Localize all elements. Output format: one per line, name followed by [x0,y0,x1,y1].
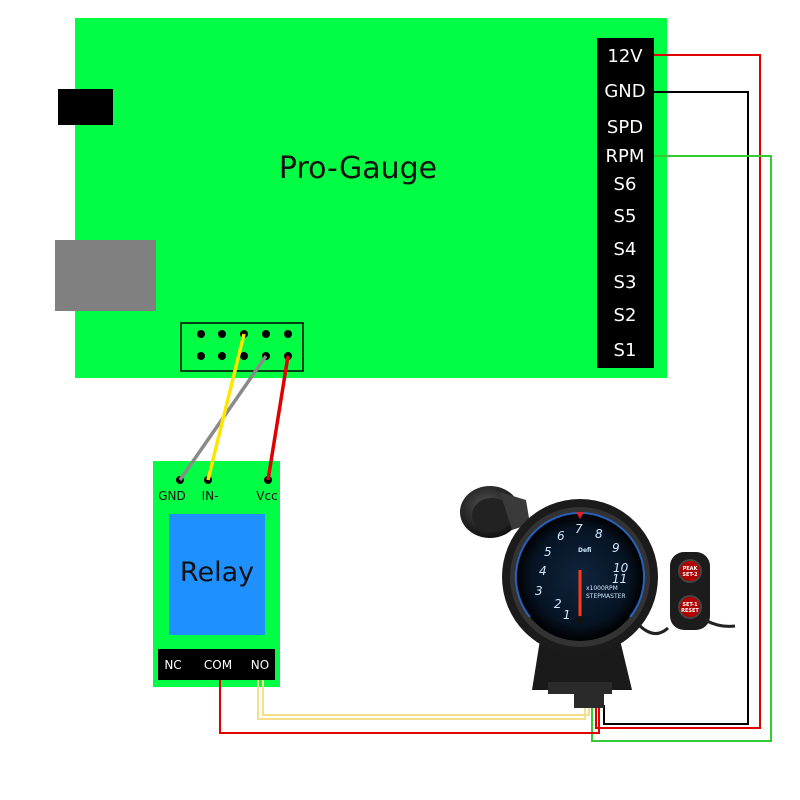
dial-tick-1: 1 [563,608,571,622]
dial-tick-5: 5 [544,545,552,559]
dial-tick-3: 3 [535,584,543,598]
relay-terminal-no: NO [251,658,269,672]
relay-title: Relay [180,557,254,588]
shift-light-lens [472,498,512,532]
relay-terminal-block [158,649,275,680]
wire-yellow-no-b [262,680,590,716]
pod-cable [704,618,736,628]
relay-coil [169,514,265,635]
dial-tick-4: 4 [539,564,547,578]
dial-tick-6: 6 [557,529,565,543]
pin-label-s5: S5 [614,206,637,227]
relay-pin-vcc-label: Vcc [256,489,277,503]
shift-marker [576,512,584,519]
wire-red-12v [595,54,761,729]
wire-red-com [219,680,600,734]
gauge-stand [532,640,632,690]
gauge-brand: Defi [578,547,592,554]
pin-label-gnd: GND [604,81,645,102]
reset-button [678,595,702,619]
pro-gauge-board: Pro-Gauge 12V GND SPD RPM S6 S5 [55,18,667,378]
relay-terminal-nc: NC [164,658,181,672]
wire-yellow-no-a [257,680,586,720]
dial-tick-9: 9 [612,541,620,555]
relay-module: GND IN- Vcc Relay NC COM NO [153,461,280,687]
pin-strip-body [597,38,654,368]
header-pin [197,330,205,338]
peak-button-sub: SET-2 [682,572,698,578]
reset-button-label: SET-1 [682,602,698,608]
dial-tick-8: 8 [595,527,603,541]
peak-button-label: PEAK [683,566,699,572]
wire-black-gnd [603,91,749,725]
usb-connector [55,240,156,311]
gauge-stand-base [548,682,612,694]
header-pin [284,330,292,338]
pin-strip: 12V GND SPD RPM S6 S5 S4 S3 S2 S1 [597,38,654,368]
dial-tick-2: 2 [554,597,562,611]
pin-label-s3: S3 [614,272,637,293]
pin-label-s6: S6 [614,174,637,195]
pin-label-s1: S1 [614,340,637,361]
header-pin [240,352,248,360]
board-body [75,18,667,378]
dial-tick-10: 10 [613,561,629,575]
black-connector [58,89,113,125]
pod-cable-2 [638,624,670,635]
reset-button-sub: RESET [681,608,699,614]
pin-label-spd: SPD [607,117,643,138]
header-pin [218,352,226,360]
tachometer-gauge: PEAK SET-2 SET-1 RESET 1 2 3 4 5 6 7 8 9… [460,486,736,708]
shift-light-arm [500,492,530,530]
peak-button [678,559,702,583]
pin-label-s2: S2 [614,305,637,326]
dial-tick-11: 11 [612,572,627,586]
wires [178,54,772,742]
gauge-unit: x1000RPM [586,585,618,592]
pin-label-12v: 12V [607,46,643,67]
gauge-model: STEPMASTER [586,593,626,600]
header-pin [197,352,205,360]
header-pin [218,330,226,338]
gauge-stand-foot [574,694,604,708]
pin-header-outline [180,322,304,372]
board-title: Pro-Gauge [279,151,437,186]
pin-label-s4: S4 [614,239,637,260]
wire-red-vcc [266,355,290,481]
relay-pin-gnd-label: GND [158,489,186,503]
gauge-needle-hub [576,616,584,624]
pin-label-rpm: RPM [606,146,645,167]
wire-green-rpm [591,155,772,742]
wire-yellow-in [206,333,246,481]
relay-terminal-com: COM [204,658,232,672]
dial-tick-7: 7 [575,522,583,536]
relay-pin-in-label: IN- [202,489,219,503]
header-pin [262,330,270,338]
